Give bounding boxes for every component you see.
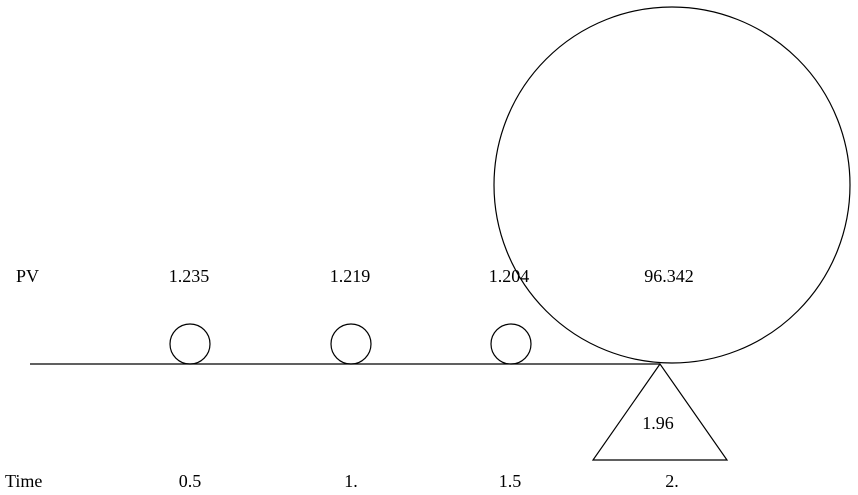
pv-weight-circle-1.5 (490, 323, 532, 365)
fulcrum-label: 1.96 (642, 413, 674, 433)
pv-weight-circle-1 (330, 323, 372, 365)
time-value-1.5: 1.5 (499, 471, 522, 491)
time-value-2: 2. (665, 471, 679, 491)
pv-weight-circle-0.5 (169, 323, 211, 365)
pv-value-2: 96.342 (644, 266, 694, 286)
time-value-0.5: 0.5 (179, 471, 202, 491)
pv-value-1: 1.219 (330, 266, 371, 286)
pv-row-label: PV (16, 266, 39, 286)
pv-value-1.5: 1.204 (489, 266, 530, 286)
pv-weight-circle-2 (493, 6, 851, 364)
fulcrum-triangle (591, 362, 729, 461)
pv-value-0.5: 1.235 (169, 266, 210, 286)
time-row-label: Time (5, 471, 42, 491)
time-value-1: 1. (344, 471, 358, 491)
